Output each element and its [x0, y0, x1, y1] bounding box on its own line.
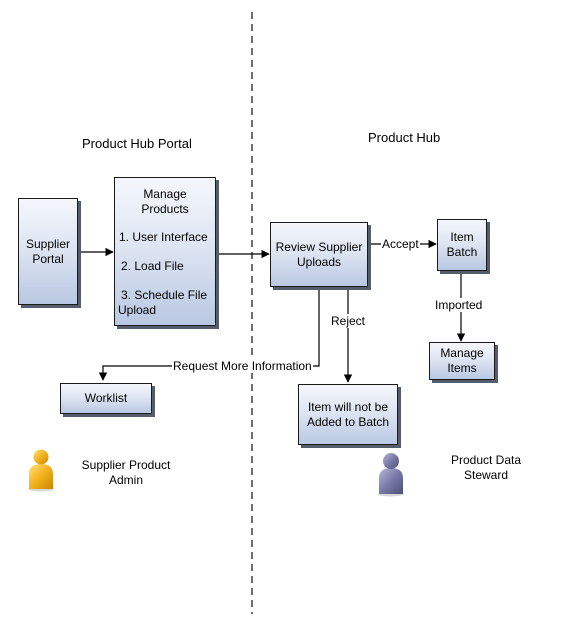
edge-label-request-info: Request More Information	[172, 359, 313, 373]
node-worklist: Worklist	[60, 383, 152, 414]
manage-products-option-load-file: 2. Load File	[121, 259, 184, 273]
node-review-uploads-label: Review Supplier Uploads	[275, 239, 363, 269]
lane-title-portal: Product Hub Portal	[82, 136, 192, 151]
node-manage-products: Manage Products 1. User Interface 2. Loa…	[114, 177, 216, 326]
actor-supplier-admin-label: Supplier Product Admin	[81, 458, 171, 487]
node-item-batch: Item Batch	[437, 219, 487, 271]
edge-label-reject: Reject	[330, 314, 367, 328]
node-supplier-portal: Supplier Portal	[18, 198, 78, 305]
data-steward-person-icon	[378, 453, 404, 497]
edge-label-accept: Accept	[381, 237, 420, 251]
node-manage-items: Manage Items	[429, 342, 495, 380]
node-review-uploads: Review Supplier Uploads	[270, 222, 368, 287]
node-supplier-portal-label: Supplier Portal	[25, 236, 71, 266]
lane-title-hub: Product Hub	[368, 130, 441, 145]
node-worklist-label: Worklist	[84, 391, 128, 405]
supplier-admin-person-icon	[28, 449, 54, 492]
node-manage-items-label: Manage Items	[440, 346, 484, 375]
actor-data-steward-label: Product Data Steward	[450, 453, 522, 482]
node-item-batch-label: Item Batch	[446, 230, 478, 259]
node-not-added: Item will not be Added to Batch	[298, 384, 398, 445]
manage-products-option-schedule: 3. Schedule File Upload	[118, 288, 208, 317]
manage-products-title: Manage Products	[141, 187, 189, 216]
edge-label-imported: Imported	[434, 298, 484, 312]
node-not-added-label: Item will not be Added to Batch	[306, 399, 390, 429]
manage-products-option-ui: 1. User Interface	[119, 230, 208, 244]
